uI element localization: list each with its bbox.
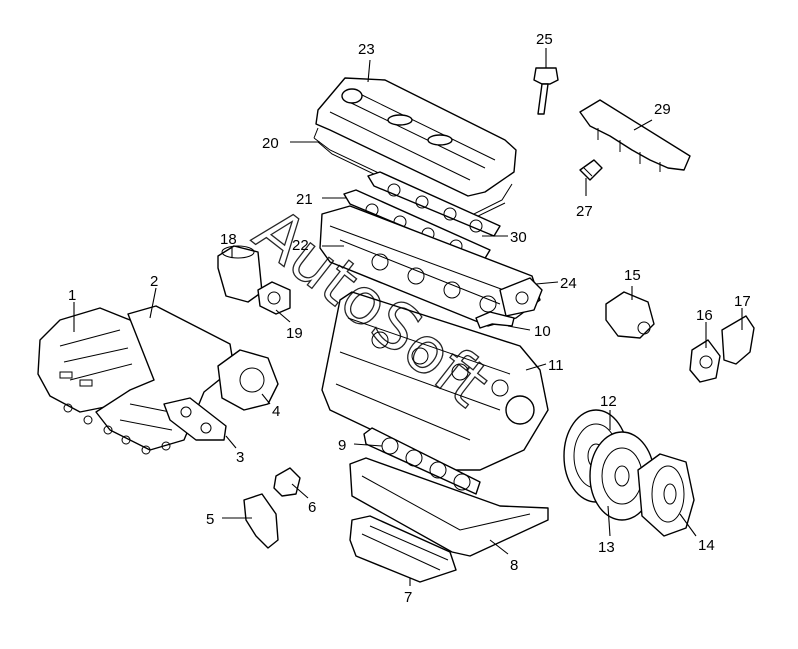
callout-1: 1: [68, 287, 76, 304]
part-oil-filter: [217, 245, 263, 303]
part-mount-17: [721, 315, 755, 365]
part-bracket-5: [243, 493, 279, 549]
part-sensor-27: [579, 159, 603, 181]
callout-4: 4: [272, 403, 280, 420]
callout-12: 12: [600, 393, 617, 410]
callout-24: 24: [560, 275, 577, 292]
part-flywheel: [637, 453, 695, 537]
callout-11: 11: [548, 357, 564, 374]
part-engine-block: [321, 291, 549, 471]
callout-6: 6: [308, 499, 316, 516]
callout-18: 18: [220, 231, 237, 248]
part-sensor-6: [273, 467, 301, 497]
part-thermostat-housing: [499, 277, 543, 317]
part-throttle-body: [217, 349, 279, 411]
part-filter-housing: [257, 281, 291, 315]
callout-10: 10: [534, 323, 551, 340]
callout-2: 2: [150, 273, 158, 290]
callout-25: 25: [536, 31, 553, 48]
part-oil-pan: [349, 515, 457, 583]
callout-14: 14: [698, 537, 715, 554]
callout-3: 3: [236, 449, 244, 466]
part-starter: [605, 291, 655, 339]
part-manifold-gasket: [163, 397, 227, 441]
part-cylinder-head: [319, 205, 541, 327]
callout-29: 29: [654, 101, 671, 118]
callout-23: 23: [358, 41, 375, 58]
callout-8: 8: [510, 557, 518, 574]
part-fuel-rail: [579, 99, 691, 172]
callout-13: 13: [598, 539, 615, 556]
callout-7: 7: [404, 589, 412, 606]
part-sensor-25: [533, 67, 559, 115]
callout-21: 21: [296, 191, 313, 208]
callout-16: 16: [696, 307, 713, 324]
callout-15: 15: [624, 267, 641, 284]
callout-labels: 1 2 3 4 5 6 7 8 9 10 11 12 13 14 15 16 1…: [68, 31, 751, 606]
callout-9: 9: [338, 437, 346, 454]
part-coolant-pipe: [475, 311, 515, 329]
callout-22: 22: [292, 237, 309, 254]
leader-lines: [73, 48, 743, 586]
part-mount-16: [689, 339, 721, 383]
callout-19: 19: [286, 325, 303, 342]
callout-20: 20: [262, 135, 279, 152]
callout-5: 5: [206, 511, 214, 528]
callout-30: 30: [510, 229, 527, 246]
part-lower-pan-gasket: [349, 457, 549, 557]
callout-17: 17: [734, 293, 751, 310]
part-intake-manifold: [63, 305, 235, 455]
part-valve-cover: [315, 77, 517, 197]
callout-27: 27: [576, 203, 593, 220]
